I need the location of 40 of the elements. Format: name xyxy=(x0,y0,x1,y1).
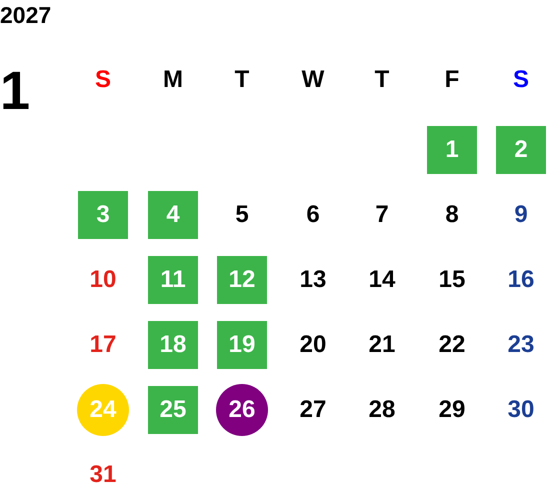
circled-day: 24 xyxy=(77,384,129,436)
highlighted-day: 11 xyxy=(148,256,198,304)
day-number: 21 xyxy=(368,331,396,359)
day-number: 23 xyxy=(506,331,536,359)
weekday-header: M xyxy=(162,66,184,94)
highlighted-day: 18 xyxy=(148,321,198,369)
day-number: 13 xyxy=(298,266,328,294)
month-number: 1 xyxy=(0,62,30,120)
highlighted-day: 25 xyxy=(148,386,198,434)
day-number: 30 xyxy=(506,396,536,424)
highlighted-day: 3 xyxy=(78,191,128,239)
weekday-header: T xyxy=(234,66,250,94)
weekday-header: T xyxy=(374,66,390,94)
day-number: 16 xyxy=(506,266,536,294)
weekday-header: F xyxy=(444,66,460,94)
day-number: 9 xyxy=(513,201,529,229)
day-number: 7 xyxy=(374,201,390,229)
highlighted-day: 4 xyxy=(148,191,198,239)
day-number: 20 xyxy=(298,331,328,359)
day-number: 15 xyxy=(438,266,466,294)
highlighted-day: 19 xyxy=(217,321,267,369)
day-number: 22 xyxy=(438,331,466,359)
day-number: 17 xyxy=(88,331,118,359)
weekday-header: W xyxy=(300,66,326,94)
year-heading: 2027 xyxy=(0,2,52,29)
day-number: 28 xyxy=(368,396,396,424)
day-number: 10 xyxy=(88,266,118,294)
highlighted-day: 1 xyxy=(427,126,477,174)
weekday-header: S xyxy=(512,66,530,94)
day-number: 5 xyxy=(234,201,250,229)
day-number: 6 xyxy=(305,201,321,229)
weekday-header: S xyxy=(94,66,112,94)
day-number: 29 xyxy=(438,396,466,424)
circled-day: 26 xyxy=(216,384,268,436)
day-number: 14 xyxy=(368,266,396,294)
day-number: 8 xyxy=(444,201,460,229)
day-number: 31 xyxy=(88,461,118,489)
highlighted-day: 2 xyxy=(496,126,546,174)
highlighted-day: 12 xyxy=(217,256,267,304)
day-number: 27 xyxy=(298,396,328,424)
